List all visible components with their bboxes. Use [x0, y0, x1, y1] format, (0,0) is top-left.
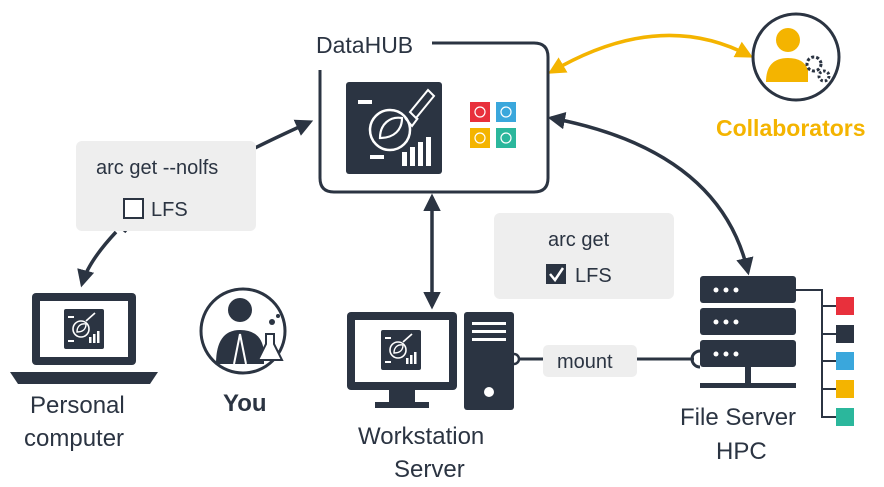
mount-plug-right — [690, 349, 701, 369]
you-label: You — [223, 390, 267, 417]
arrow-datahub-collaborators — [547, 33, 754, 74]
personal-command-text: arc get --nolfs — [96, 157, 218, 179]
datahub-title: DataHUB — [316, 32, 413, 58]
workstation-lfs-label: LFS — [575, 265, 612, 287]
mount-badge: mount — [543, 345, 637, 377]
fileserver-label-line2: HPC — [716, 438, 767, 465]
checkbox-icon — [546, 264, 566, 284]
workstation-command-box: arc get LFS — [494, 213, 674, 299]
checkbox-icon — [123, 198, 144, 219]
collaborator-circle — [751, 12, 841, 102]
scientist-icon — [216, 298, 284, 365]
server-icon — [700, 276, 796, 388]
fileserver-tree-line — [796, 289, 836, 418]
workstation-label-line1: Workstation — [358, 423, 484, 450]
personal-command-box: arc get --nolfs LFS — [76, 141, 256, 231]
workstation-command-text: arc get — [548, 229, 610, 251]
arrow-personal-from-path — [77, 230, 118, 288]
arrow-datahub-fileserver — [547, 112, 754, 276]
personal-computer-label-line1: Personal — [30, 392, 125, 419]
arc-tile-icon — [836, 297, 854, 426]
personal-lfs-label: LFS — [151, 199, 188, 221]
datahub-node: DataHUB — [316, 32, 550, 194]
arc-logo-icon — [346, 82, 442, 174]
personal-computer-node: Personal computer — [10, 293, 158, 452]
desktop-icon — [347, 312, 514, 410]
mount-label: mount — [557, 351, 613, 373]
collaborators-node: Collaborators — [716, 12, 866, 141]
you-node: You — [199, 287, 287, 417]
personal-computer-label-line2: computer — [24, 425, 124, 452]
arc-tile-icon — [470, 102, 516, 148]
laptop-icon — [10, 293, 158, 384]
collaborators-label: Collaborators — [716, 115, 866, 141]
fileserver-node: File Server HPC — [680, 276, 854, 465]
workstation-node: Workstation Server — [347, 312, 514, 483]
collaborator-gear-icon — [766, 28, 831, 83]
workstation-label-line2: Server — [394, 456, 465, 483]
fileserver-label-line1: File Server — [680, 404, 796, 431]
